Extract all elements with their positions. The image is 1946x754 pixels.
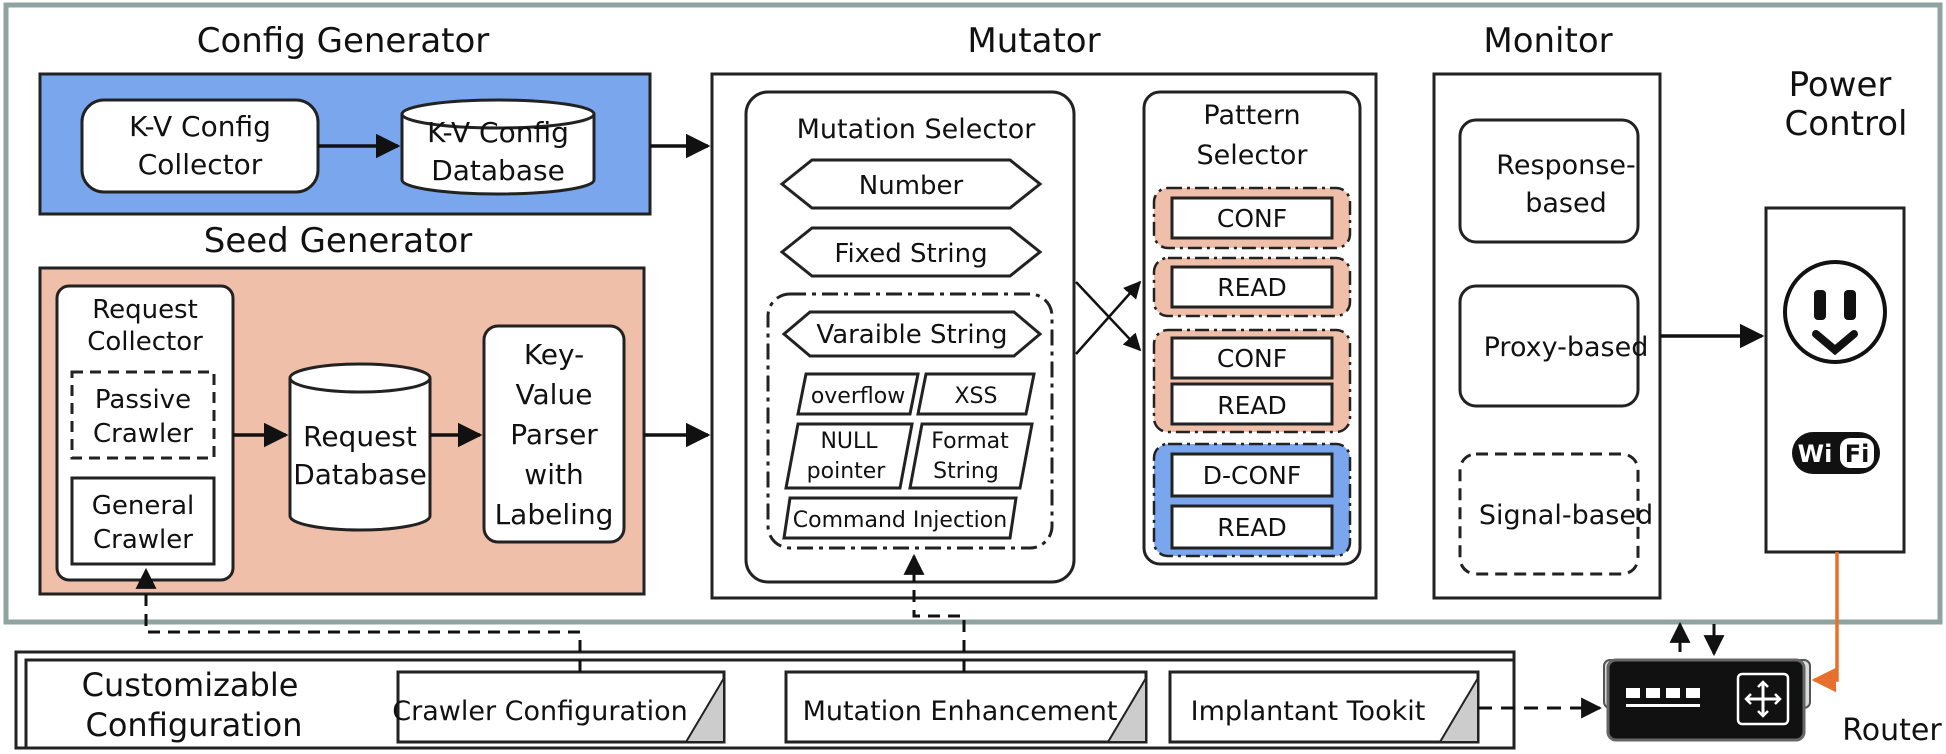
power-control-panel	[1764, 206, 1906, 554]
number-label: Number	[859, 171, 964, 201]
read-box-1	[1170, 265, 1334, 309]
crawler-config-label: Crawler Configuration	[392, 696, 687, 727]
general-crawler-line2: Crawler	[93, 525, 193, 555]
cross-arrow-up	[1075, 280, 1142, 355]
format-string-box	[908, 422, 1034, 490]
kv-db-line1: K-V Config	[427, 116, 569, 149]
response-based-box	[1458, 118, 1640, 244]
kv-db-line2: Database	[431, 154, 565, 187]
xss-label: XSS	[954, 384, 997, 409]
passive-crawler-line2: Crawler	[93, 419, 193, 449]
fixed-string-label: Fixed String	[834, 239, 987, 269]
parser-line5: Labeling	[495, 498, 614, 531]
implantant-toolkit-label: Implantant Tookit	[1191, 696, 1426, 727]
signal-based-label: Signal-based	[1479, 500, 1653, 531]
response-based-line1: Response-	[1496, 150, 1635, 181]
mutation-enhancement-tab[interactable]: Mutation Enhancement	[784, 670, 1148, 744]
request-db-line1: Request	[303, 420, 417, 453]
mutator-title: Mutator	[967, 21, 1100, 61]
general-crawler-line1: General	[92, 491, 194, 521]
read-label-2: READ	[1217, 391, 1287, 420]
kv-collector-line2: Collector	[138, 148, 263, 181]
parser-line3: Parser	[510, 418, 598, 451]
parser-line2: Value	[516, 378, 593, 411]
pattern-selector-line1: Pattern	[1203, 100, 1300, 131]
variable-string-hexagon	[781, 310, 1043, 358]
proxy-based-label: Proxy-based	[1484, 332, 1649, 363]
custom-config-line1: Customizable	[82, 666, 299, 704]
request-collector-line1: Request	[92, 295, 198, 325]
conf-label-2: CONF	[1217, 344, 1287, 373]
command-injection-label: Command Injection	[793, 508, 1007, 533]
cross-arrow-down	[1075, 281, 1142, 352]
number-hexagon	[779, 158, 1043, 210]
power-control-title-1: Power	[1789, 65, 1892, 105]
kv-collector-line1: K-V Config	[129, 110, 271, 143]
format-string-line2: String	[933, 459, 999, 484]
power-socket-icon	[1783, 260, 1887, 364]
router-icon	[1603, 658, 1811, 742]
proxy-based-box	[1458, 284, 1640, 408]
wifi-label: Wi	[1798, 440, 1833, 468]
passive-crawler-box	[70, 370, 216, 460]
dashed-mutation-link	[903, 553, 966, 672]
null-pointer-box	[784, 422, 914, 490]
power-control-title-2: Control	[1785, 104, 1908, 144]
read-box-3	[1170, 504, 1334, 550]
kv-parser-box	[482, 324, 626, 544]
read-box-2	[1170, 382, 1334, 426]
wifi-icon: Wi Fi	[1792, 432, 1880, 474]
signal-based-box	[1458, 452, 1640, 576]
format-string-line1: Format	[931, 429, 1009, 454]
crawler-config-tab[interactable]: Crawler Configuration	[392, 670, 726, 744]
general-crawler-box	[70, 476, 216, 566]
dashed-crawler-link	[135, 567, 582, 672]
null-pointer-line2: pointer	[807, 459, 887, 484]
fixed-string-hexagon	[779, 226, 1043, 278]
config-generator-title: Config Generator	[197, 21, 490, 61]
implantant-toolkit-tab[interactable]: Implantant Tookit	[1168, 670, 1480, 744]
conf-box-2	[1170, 336, 1334, 380]
null-pointer-line1: NULL	[820, 429, 878, 454]
custom-config-line2: Configuration	[85, 706, 302, 744]
monitor-title: Monitor	[1483, 21, 1612, 61]
request-db-line2: Database	[293, 458, 427, 491]
variable-string-label: Varaible String	[816, 320, 1007, 350]
passive-crawler-line1: Passive	[95, 385, 191, 415]
conf-box-1	[1170, 196, 1334, 240]
dconf-box	[1170, 452, 1334, 498]
dconf-label: D-CONF	[1203, 461, 1302, 490]
response-based-line2: based	[1525, 188, 1607, 219]
request-database	[288, 362, 432, 532]
orange-power-link	[1811, 552, 1839, 693]
conf-label-1: CONF	[1217, 204, 1287, 233]
overflow-label: overflow	[811, 384, 905, 409]
parser-line1: Key-	[524, 338, 584, 371]
parser-line4: with	[524, 458, 583, 491]
pattern-selector-line2: Selector	[1197, 140, 1309, 171]
read-label-1: READ	[1217, 273, 1287, 302]
mutation-enhancement-label: Mutation Enhancement	[803, 696, 1118, 727]
wifi-label-2: Fi	[1845, 440, 1870, 468]
read-label-3: READ	[1217, 513, 1287, 542]
router-label: Router	[1842, 713, 1942, 748]
command-injection-box	[782, 496, 1018, 540]
xss-box	[916, 372, 1036, 416]
mutation-selector-title: Mutation Selector	[797, 114, 1037, 145]
overflow-box	[796, 372, 920, 416]
kv-config-database	[400, 98, 596, 196]
seed-generator-title: Seed Generator	[204, 221, 472, 261]
request-collector-line2: Collector	[87, 327, 203, 357]
